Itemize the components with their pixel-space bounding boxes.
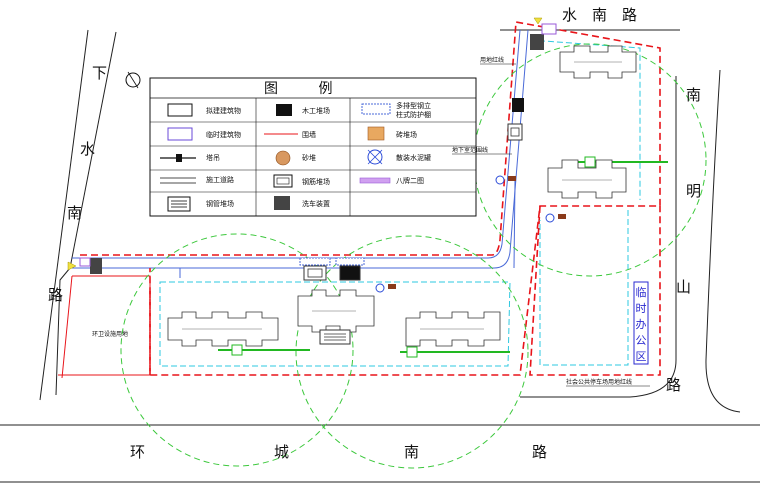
legend-label-cement-tank: 散装水泥罐 [396,153,431,162]
cement-tanks [375,175,555,293]
south-road-char-3: 南 [404,443,419,461]
tank-pads [388,176,566,289]
west-road-char-1: 下 [92,64,107,82]
legend-label-pipe-yard: 钢管堆场 [206,199,234,208]
legend-label-planned-building: 拟建建筑物 [206,106,241,115]
site-yards [79,23,557,345]
legend-label-brick-yard: 砖堆场 [396,130,417,139]
green-zone-label: 环卫设施用地 [92,330,128,338]
south-road-char-2: 城 [274,443,289,461]
building-inner-lines [182,61,622,330]
legend-label-temporary-building: 临时建筑物 [206,130,241,139]
office-label-char-5: 区 [636,350,647,363]
office-label-char-4: 公 [636,334,647,347]
legend-label-scaffold-shed: 多排型钢立 [396,101,431,110]
legend-title: 图 例 [264,81,350,97]
legend-label-scaffold-shed-line2: 柱式防护棚 [396,110,431,119]
legend-label-construction-road: 施工道路 [206,175,234,184]
office-label-char-2: 时 [636,302,647,315]
east-road-char-4: 路 [666,376,681,394]
office-label-char-3: 办 [636,318,647,331]
legend-label-rebar-yard: 钢筋堆场 [302,177,330,186]
north-road-char-1: 水 [562,6,577,24]
north-arrow-icon [125,71,141,89]
parking-line-label: 社会公共停车场用地红线 [566,378,632,386]
north-road-char-2: 南 [592,6,607,24]
construction-road-path [72,29,529,278]
office-label-char-1: 临 [636,285,647,299]
west-road-char-2: 水 [80,140,95,158]
green-zone-parcel [58,275,151,379]
legend-label-signboard: 八牌二图 [396,176,424,185]
legend-label-car-wash: 洗车装置 [302,199,330,208]
legend-label-sand-pile: 砂堆 [302,153,316,162]
legend: 图 例 拟建建筑物 木工堆场 多排型钢立 临时建筑物 围墙 砖堆场 塔吊 砂堆 … [149,77,477,217]
north-road-char-3: 路 [622,6,637,24]
legend-label-carpentry-yard: 木工堆场 [302,106,330,115]
underground-lines [159,39,641,367]
gate-markers [67,17,543,271]
legend-label-tower-crane: 塔吊 [206,153,220,162]
west-road-char-3: 南 [67,204,82,222]
crane-towers [231,156,596,358]
west-road-char-4: 路 [48,286,63,304]
road-edges [0,29,760,483]
east-road-char-3: 山 [676,278,691,296]
east-road-char-1: 南 [686,86,701,104]
east-road-char-2: 明 [686,182,701,200]
office-zone [633,281,649,365]
underground-line-label: 地下室范围线 [452,146,488,154]
legend-label-enclosure-wall: 围墙 [302,130,316,139]
office-label-group: 临 时 办 公 区 [636,285,647,363]
property-line-label: 用地红线 [480,56,504,64]
south-road-char-4: 路 [532,443,547,461]
south-road-char-1: 环 [130,443,145,461]
scaffold-sheds [299,257,365,266]
